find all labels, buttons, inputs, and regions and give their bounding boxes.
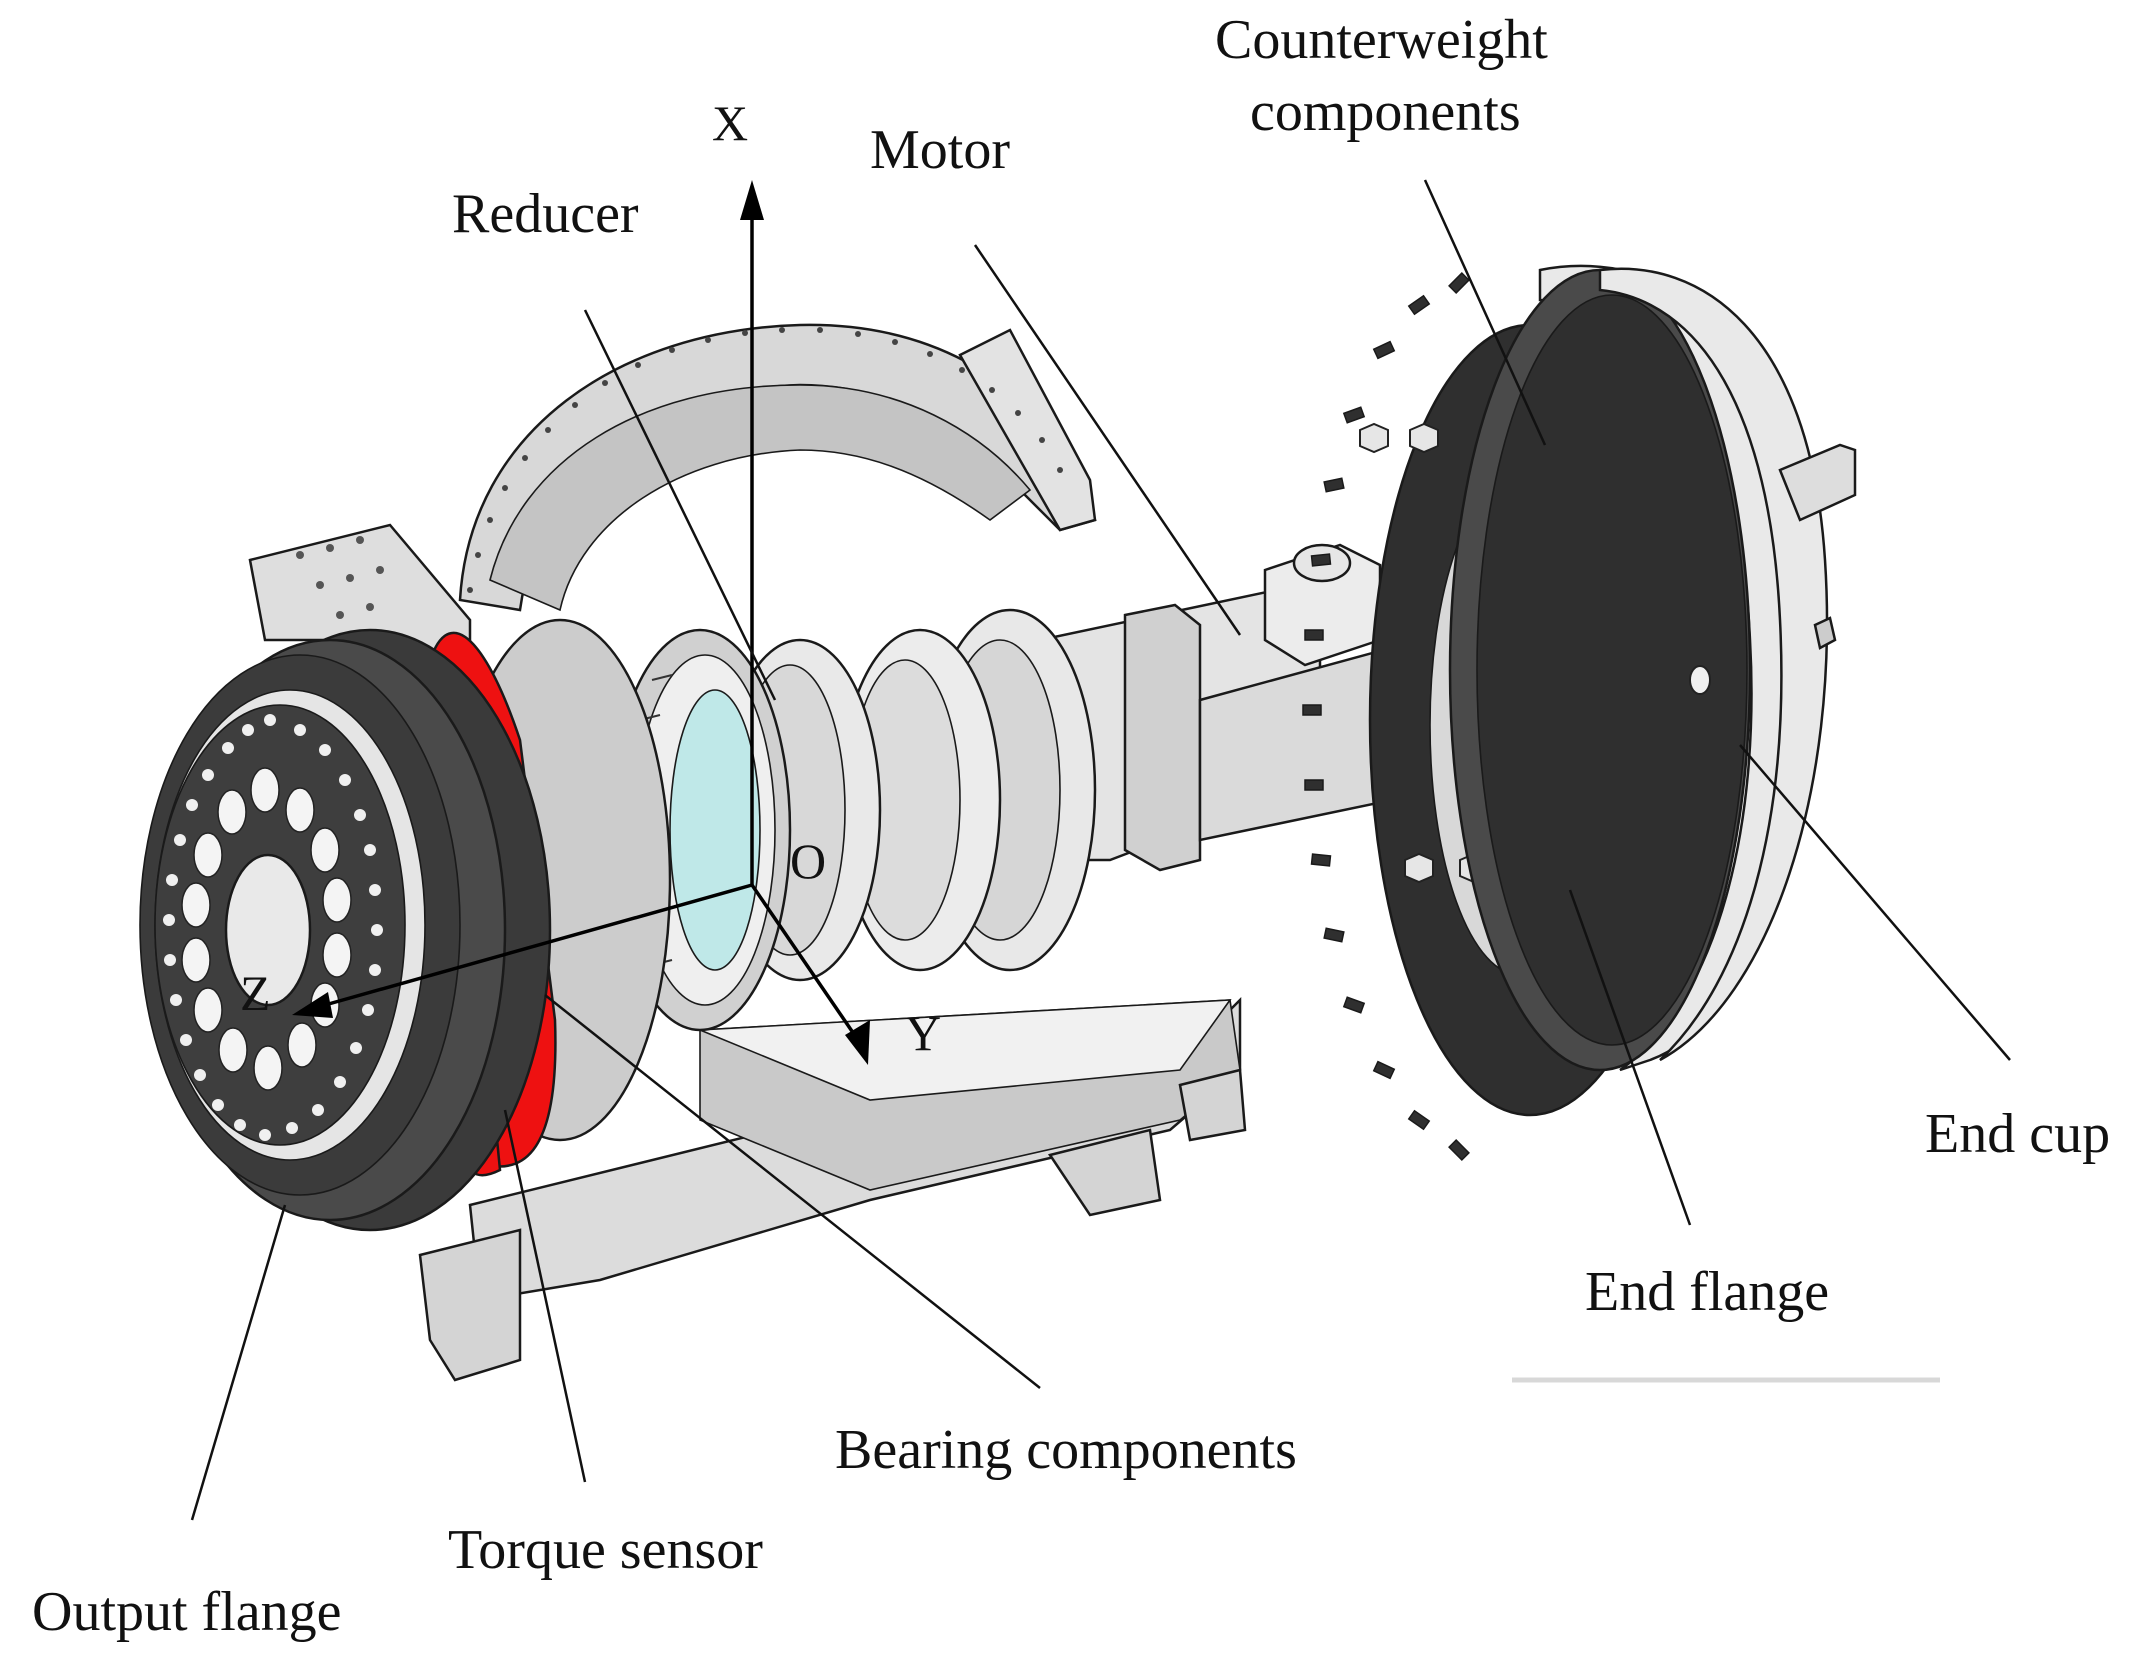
output-flange — [139, 628, 552, 1232]
upper-housing-shell — [458, 323, 1097, 612]
leader-lines — [190, 179, 2011, 1521]
component-labels: Counterweight components Motor Reducer E… — [32, 9, 2110, 1643]
z-axis-arrowhead — [292, 992, 333, 1018]
lower-housing-half — [418, 996, 1247, 1382]
label-output-flange: Output flange — [32, 1581, 341, 1643]
label-end-flange: End flange — [1585, 1261, 1829, 1323]
y-axis-arrowhead — [845, 1020, 870, 1065]
output-flange-holes — [163, 714, 383, 1141]
output-flange-large-holes — [181, 767, 352, 1091]
label-bearing-components: Bearing components — [835, 1419, 1297, 1481]
x-axis-arrowhead — [740, 180, 764, 220]
leader-end-cup — [1739, 744, 2011, 1061]
origin-label: O — [790, 833, 826, 889]
end-flange-teeth — [1302, 272, 1470, 1161]
label-torque-sensor: Torque sensor — [448, 1519, 763, 1581]
leader-bearing — [544, 994, 1041, 1389]
label-end-cup: End cup — [1925, 1103, 2110, 1165]
internal-shaft-assembly — [608, 543, 1502, 1032]
leader-reducer — [583, 309, 777, 701]
label-counterweight-line1: Counterweight — [1215, 9, 1548, 71]
leader-motor — [973, 244, 1242, 636]
leader-torque-sensor — [503, 1109, 587, 1483]
z-axis-label: Z — [240, 965, 271, 1021]
housing-rim-holes — [467, 327, 1063, 593]
label-motor: Motor — [870, 119, 1010, 181]
end-cup — [1448, 264, 1857, 1072]
y-axis — [750, 884, 860, 1041]
y-axis-label: Y — [905, 1005, 941, 1061]
coordinate-axes: X Y Z O — [240, 95, 941, 1065]
x-axis-label: X — [712, 95, 748, 151]
label-reducer: Reducer — [452, 183, 639, 245]
leader-end-flange — [1568, 889, 1692, 1226]
z-axis — [324, 883, 753, 1007]
leader-counterweight — [1423, 179, 1547, 446]
leader-output-flange — [190, 1204, 287, 1521]
label-counterweight-line2: components — [1250, 81, 1521, 143]
